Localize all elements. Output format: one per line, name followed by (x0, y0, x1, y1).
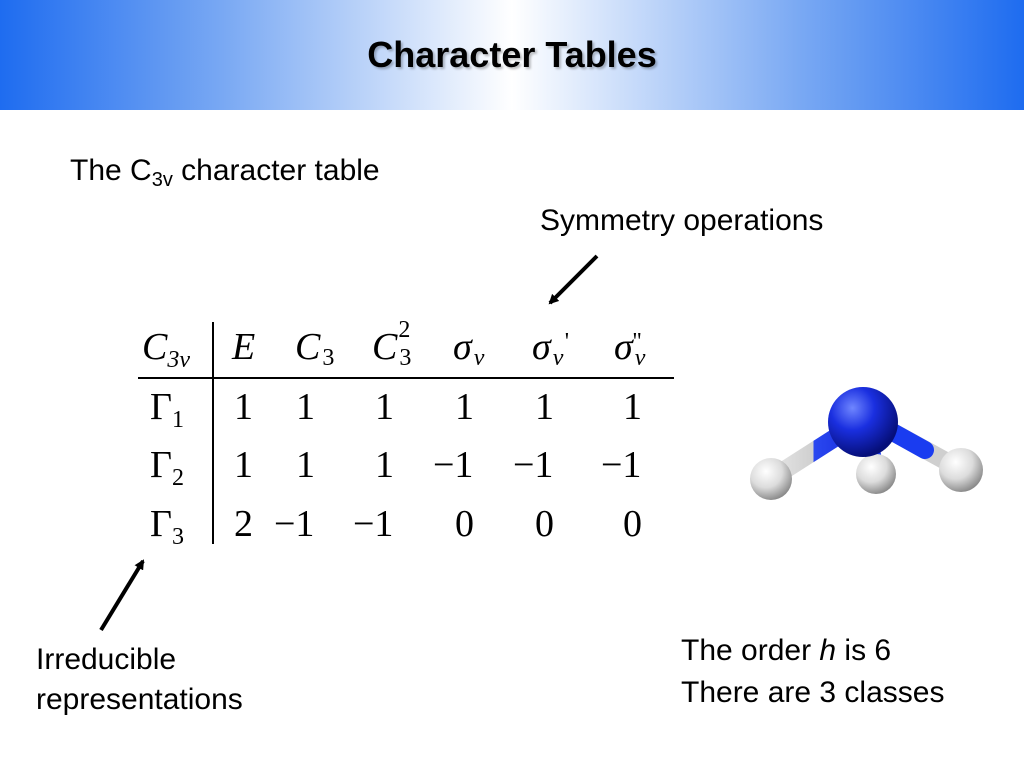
character-value: 1 (234, 386, 253, 428)
character-value: 1 (535, 386, 554, 428)
caption-suffix: character table (172, 154, 380, 187)
group-symbol: C3v (142, 328, 190, 372)
character-value: 2 (234, 503, 253, 545)
character-value: 1 (375, 386, 394, 428)
header-subscript: v (473, 345, 485, 371)
order-variable: h (819, 634, 837, 667)
table-caption: The C3v character table (70, 154, 380, 192)
character-value: 1 (296, 444, 315, 486)
header-symbol: σ (453, 326, 472, 368)
header-symbol: σ (532, 326, 551, 368)
header-symbol: C (372, 326, 398, 368)
header-subscript: 3 (399, 345, 412, 371)
group-main: C (142, 326, 168, 368)
symmetry-operations-label: Symmetry operations (540, 204, 824, 237)
row-gamma: Γ (150, 503, 172, 545)
character-value: 1 (234, 444, 253, 486)
order-prefix: The order (681, 634, 820, 667)
row-subscript: 2 (171, 465, 184, 491)
header-symbol: E (232, 326, 256, 368)
irreducible-representations-label: Irreducible representations (36, 640, 243, 720)
header-prime: '' (632, 329, 642, 355)
header-subscript: 3 (322, 345, 335, 371)
table-horizontal-rule (138, 377, 674, 379)
caption-prefix: The C (70, 154, 152, 187)
ammonia-molecule-icon (750, 387, 983, 500)
character-value: 1 (455, 386, 474, 428)
header-symbol: σ (614, 326, 633, 368)
symmetry-arrow (548, 254, 599, 305)
caption-group-subscript: 3v (151, 169, 173, 191)
character-value: 0 (455, 503, 474, 545)
character-value: −1 (353, 503, 394, 545)
irreducible-label-line2: representations (36, 683, 243, 716)
row-subscript: 1 (171, 407, 184, 433)
row-label: Γ3 (150, 505, 184, 549)
order-line: The order h is 6 (681, 630, 944, 672)
order-suffix: is 6 (836, 634, 892, 667)
group-subscript: 3v (167, 347, 191, 373)
character-value: 1 (623, 386, 642, 428)
title-banner (0, 0, 1024, 110)
row-subscript: 3 (171, 524, 184, 550)
character-value: −1 (433, 444, 474, 486)
irreducible-arrow (99, 559, 145, 632)
character-value: 1 (375, 444, 394, 486)
header-symbol: C (295, 326, 321, 368)
header-prime: ' (564, 329, 570, 355)
character-value: 1 (296, 386, 315, 428)
row-label: Γ2 (150, 446, 184, 490)
table-vertical-rule (212, 322, 214, 544)
character-value: 0 (623, 503, 642, 545)
character-value: −1 (274, 503, 315, 545)
header-superscript: 2 (398, 317, 411, 343)
character-value: −1 (513, 444, 554, 486)
order-info: The order h is 6 There are 3 classes (681, 630, 944, 714)
character-value: −1 (601, 444, 642, 486)
header-subscript: v (634, 345, 646, 371)
row-gamma: Γ (150, 444, 172, 486)
column-header: E (232, 328, 255, 366)
row-gamma: Γ (150, 386, 172, 428)
character-value: 0 (535, 503, 554, 545)
row-label: Γ1 (150, 388, 184, 432)
header-subscript: v (552, 345, 564, 371)
classes-line: There are 3 classes (681, 676, 945, 709)
slide-title: Character Tables (367, 34, 657, 75)
irreducible-label-line1: Irreducible (36, 643, 177, 676)
